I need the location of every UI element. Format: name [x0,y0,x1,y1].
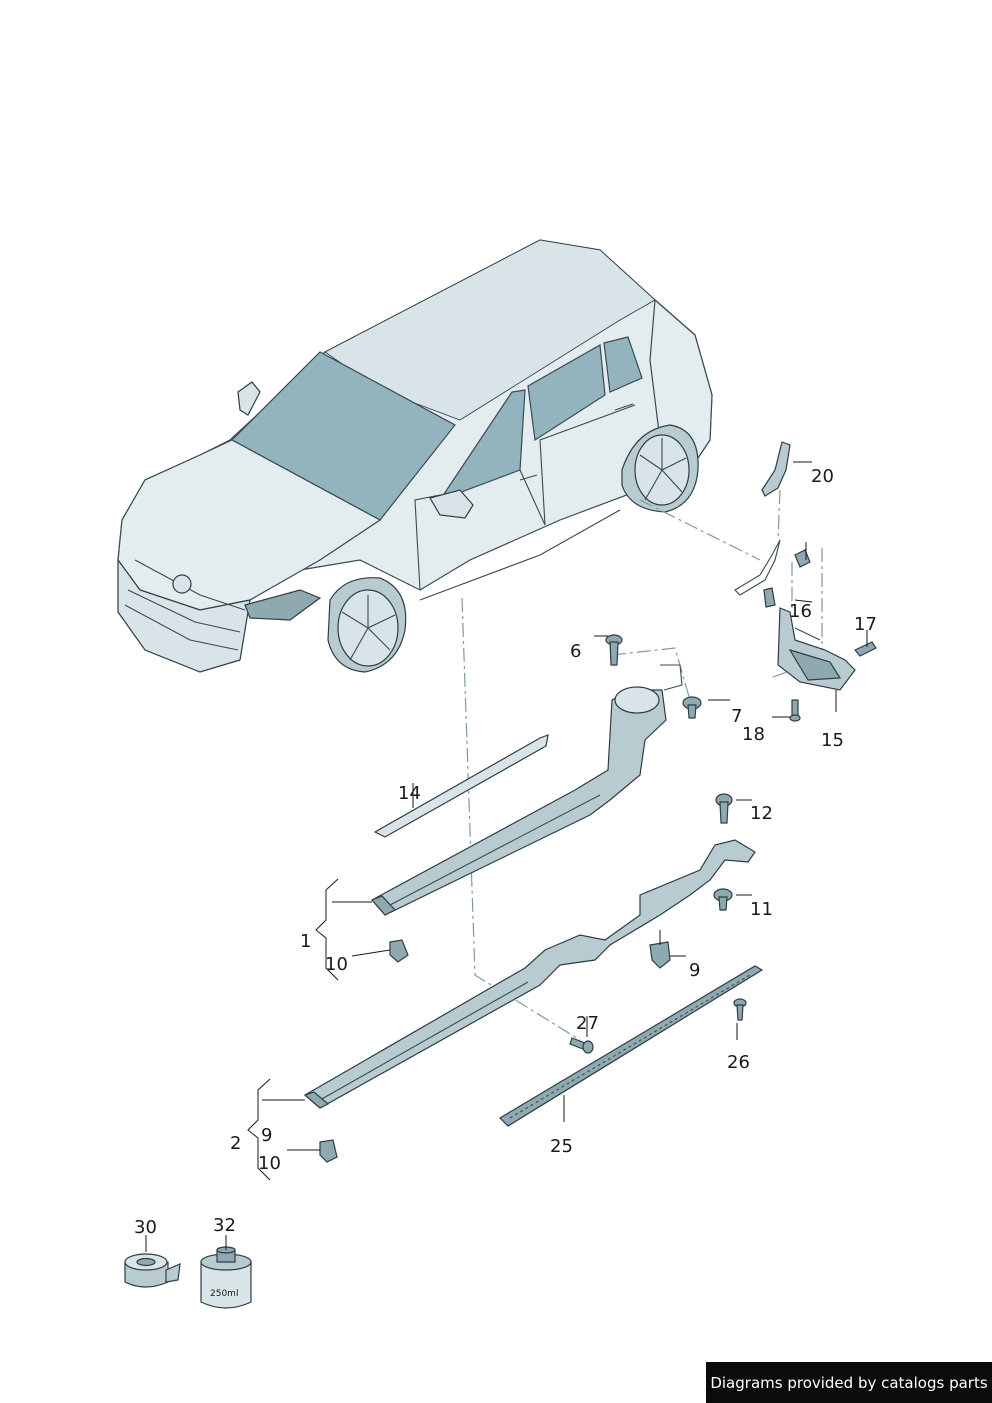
part-25-strip [499,965,764,1127]
callout-17: 17 [854,614,877,635]
callout-32: 32 [213,1215,236,1236]
wheel-arch-sketch [734,539,781,596]
watermark-banner: Diagrams provided by catalogs parts [706,1362,992,1403]
part-6-screw [605,634,623,666]
callout-15: 15 [821,730,844,751]
part-32-can: 250ml [200,1246,252,1309]
part-1-sill-trim [370,664,683,916]
part-10-clip-lower [319,1139,338,1163]
part-26-screw [733,998,747,1021]
callout-12: 12 [750,803,773,824]
part-20-trim [761,441,791,497]
callout-18: 18 [742,724,765,745]
callout-2: 2 [230,1133,241,1154]
callout-10-upper: 10 [325,954,348,975]
part-18-screw [789,699,801,722]
callout-14: 14 [398,783,421,804]
leader-lines [145,461,868,1252]
callouts: 20 16 17 18 15 6 7 14 12 11 1 10 9 27 26… [134,466,877,1238]
part-14-moulding [373,734,549,838]
callout-16: 16 [789,601,812,622]
callout-9-lower: 9 [261,1125,272,1146]
callout-10-lower: 10 [258,1153,281,1174]
part-15-bracket [777,607,856,691]
part-12-screw [715,793,733,824]
callout-20: 20 [811,466,834,487]
part-7-clip [682,696,702,719]
part-10-clip-upper [389,939,409,963]
part-16-plugs [763,549,811,608]
can-label: 250ml [210,1289,238,1299]
callout-1: 1 [300,931,311,952]
callout-25: 25 [550,1136,573,1157]
part-27-screw [569,1037,594,1054]
part-30-tape [124,1253,181,1288]
part-17-screw [854,641,877,657]
callout-30: 30 [134,1217,157,1238]
callout-11: 11 [750,899,773,920]
car-illustration [117,239,713,673]
callout-7: 7 [731,706,742,727]
part-9-clip [649,941,671,969]
callout-6: 6 [570,641,581,662]
callout-26: 26 [727,1052,750,1073]
part-2-sill-panel [303,839,756,1109]
callout-27: 27 [576,1013,599,1034]
part-11-clip [713,888,733,911]
callout-9-upper: 9 [689,960,700,981]
